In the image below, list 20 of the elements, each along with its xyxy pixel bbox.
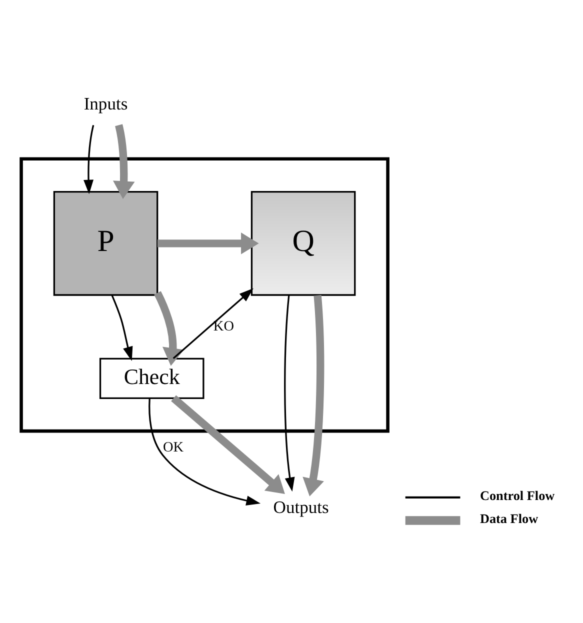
arrow <box>154 290 184 366</box>
node-box: Q <box>250 190 356 296</box>
arrow <box>111 294 133 360</box>
arrow <box>112 124 135 198</box>
legend-label: Data Flow <box>480 510 538 526</box>
cluster <box>20 156 390 432</box>
arrow <box>302 294 324 496</box>
arrow <box>172 288 254 359</box>
arrow <box>148 398 261 506</box>
arrow <box>171 394 285 494</box>
edge-label: OK <box>162 438 184 455</box>
node-text: Outputs <box>273 496 329 517</box>
node-box: Check <box>99 357 204 398</box>
node-box: P <box>53 190 158 296</box>
edge-label: KO <box>213 318 234 334</box>
arrow <box>284 294 295 492</box>
arrow <box>84 124 94 194</box>
node-text: Inputs <box>84 92 128 113</box>
arrow <box>157 232 259 254</box>
legend-label: Control Flow <box>480 487 555 502</box>
